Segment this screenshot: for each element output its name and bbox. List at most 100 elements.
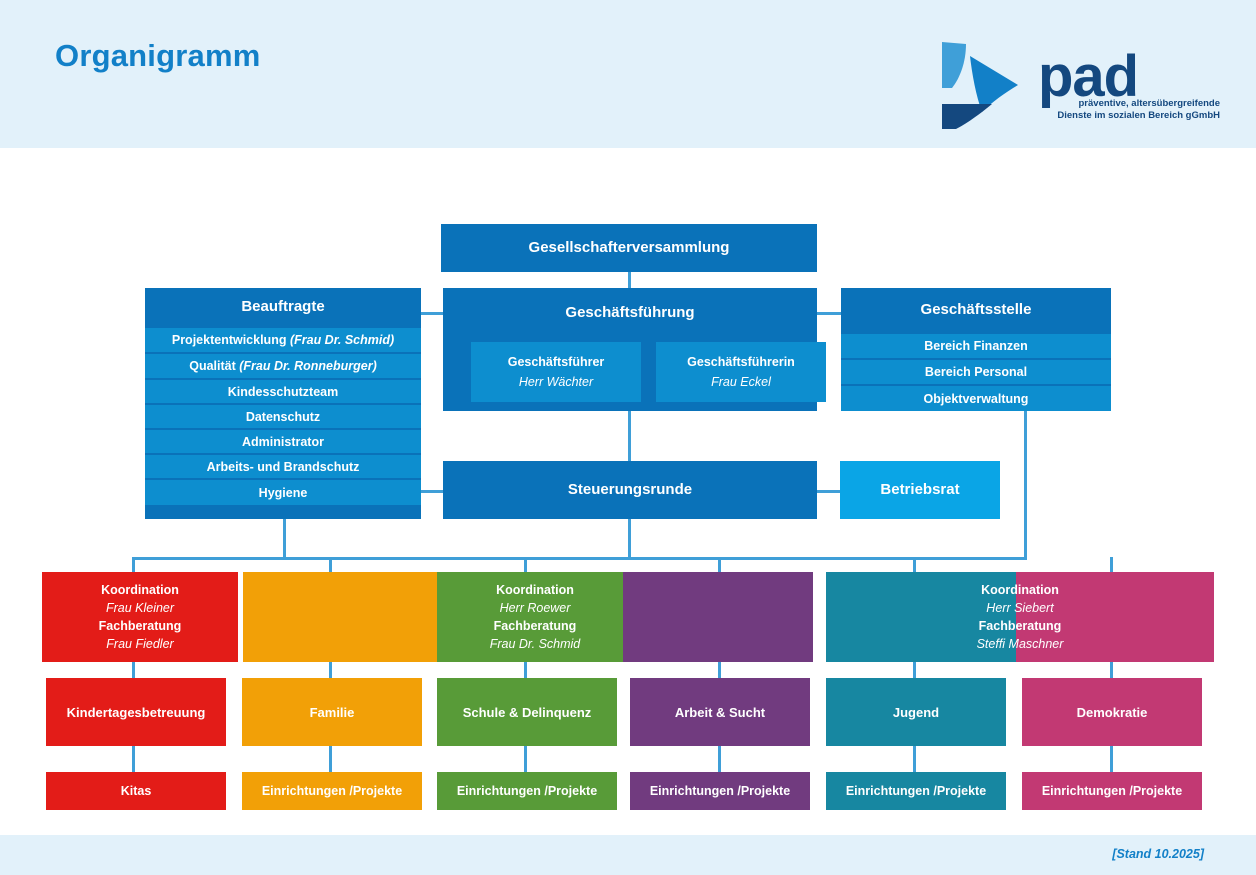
coordination-label: Koordination bbox=[496, 583, 574, 597]
leaf-arbeit-einrichtungen[interactable]: Einrichtungen /Projekte bbox=[630, 772, 810, 810]
connector-geschaeftsstelle-down bbox=[1024, 411, 1027, 558]
leaf-label: Einrichtungen /Projekte bbox=[456, 784, 598, 798]
geschaeftsstelle-item-finanzen[interactable]: Bereich Finanzen bbox=[841, 332, 1111, 358]
beauftragte-item-datenschutz[interactable]: Datenschutz bbox=[145, 403, 421, 428]
geschaeftsstelle-item-label: Objektverwaltung bbox=[923, 391, 1029, 406]
leaf-familie-einrichtungen[interactable]: Einrichtungen /Projekte bbox=[242, 772, 422, 810]
connector-coord-dept-5 bbox=[913, 662, 916, 678]
box-steuerungsrunde[interactable]: Steuerungsrunde bbox=[443, 461, 817, 519]
connector-steuerung-down bbox=[628, 519, 631, 558]
coordination-block-arbeit-sucht[interactable] bbox=[623, 572, 813, 662]
beauftragte-item-projektentwicklung[interactable]: Projektentwicklung (Frau Dr. Schmid) bbox=[145, 326, 421, 352]
connector-gf-to-steuerung bbox=[628, 411, 631, 461]
department-arbeit-sucht[interactable]: Arbeit & Sucht bbox=[630, 678, 810, 746]
beauftragte-item-arbeits-brandschutz[interactable]: Arbeits- und Brandschutz bbox=[145, 453, 421, 478]
box-betriebsrat-label: Betriebsrat bbox=[880, 481, 960, 498]
beauftragte-item-qualitaet[interactable]: Qualität (Frau Dr. Ronneburger) bbox=[145, 352, 421, 378]
beauftragte-item-kindesschutzteam[interactable]: Kindesschutzteam bbox=[145, 378, 421, 403]
connector-coord-dept-1 bbox=[132, 662, 135, 678]
connector-coord-dept-2 bbox=[329, 662, 332, 678]
beauftragte-item-label: Projektentwicklung bbox=[171, 333, 287, 347]
page-footer: [Stand 10.2025] bbox=[0, 835, 1256, 875]
department-schule-delinquenz[interactable]: Schule & Delinquenz bbox=[437, 678, 617, 746]
connector-bus-drop-2 bbox=[329, 557, 332, 572]
pad-logo: pad präventive, altersübergreifende Dien… bbox=[930, 30, 1220, 135]
department-familie[interactable]: Familie bbox=[242, 678, 422, 746]
geschaeftsstelle-item-label: Bereich Personal bbox=[924, 365, 1028, 379]
connector-dept-leaf-5 bbox=[913, 746, 916, 772]
connector-dept-leaf-2 bbox=[329, 746, 332, 772]
fachberatung-person: Frau Fiedler bbox=[106, 637, 174, 651]
geschaeftsfuehrerin-card[interactable]: Geschäftsführerin Frau Eckel bbox=[656, 342, 826, 402]
leaf-demokratie-einrichtungen[interactable]: Einrichtungen /Projekte bbox=[1022, 772, 1202, 810]
beauftragte-item-label: Kindesschutzteam bbox=[227, 384, 339, 399]
box-geschaeftsfuehrung[interactable]: Geschäftsführung Geschäftsführer Herr Wä… bbox=[443, 288, 826, 411]
connector-dept-leaf-6 bbox=[1110, 746, 1113, 772]
logo-tagline-line1: präventive, altersübergreifende bbox=[1078, 98, 1221, 109]
coordination-block-jugend[interactable] bbox=[826, 572, 1016, 662]
department-label: Demokratie bbox=[1076, 704, 1148, 720]
connector-dept-leaf-3 bbox=[524, 746, 527, 772]
connector-bus-drop-5 bbox=[913, 557, 916, 572]
geschaeftsstelle-item-personal[interactable]: Bereich Personal bbox=[841, 358, 1111, 384]
box-geschaeftsstelle-title: Geschäftsstelle bbox=[920, 301, 1032, 318]
leaf-label: Kitas bbox=[120, 784, 152, 798]
beauftragte-item-hygiene[interactable]: Hygiene bbox=[145, 478, 421, 505]
department-jugend[interactable]: Jugend bbox=[826, 678, 1006, 746]
leaf-schule-einrichtungen[interactable]: Einrichtungen /Projekte bbox=[437, 772, 617, 810]
department-label: Familie bbox=[309, 704, 355, 720]
logo-mark-icon bbox=[942, 42, 1018, 129]
geschaeftsstelle-item-objektverwaltung[interactable]: Objektverwaltung bbox=[841, 384, 1111, 411]
leaf-label: Einrichtungen /Projekte bbox=[649, 784, 791, 798]
department-label: Schule & Delinquenz bbox=[462, 704, 592, 720]
box-geschaeftsstelle[interactable]: Geschäftsstelle Bereich Finanzen Bereich… bbox=[841, 288, 1111, 411]
box-geschaeftsfuehrung-title: Geschäftsführung bbox=[565, 304, 695, 321]
geschaeftsfuehrerin-role: Geschäftsführerin bbox=[687, 355, 795, 369]
beauftragte-item-person: (Frau Dr. Ronneburger) bbox=[239, 359, 377, 373]
coordination-text: Koordination Herr Roewer Fachberatung Fr… bbox=[437, 572, 633, 662]
coordination-block-kindertagesbetreuung[interactable]: Koordination Frau Kleiner Fachberatung F… bbox=[42, 572, 238, 662]
connector-coord-dept-3 bbox=[524, 662, 527, 678]
beauftragte-item-label: Hygiene bbox=[258, 485, 308, 500]
coordination-block-demokratie[interactable] bbox=[1016, 572, 1214, 662]
box-beauftragte[interactable]: Beauftragte Projektentwicklung (Frau Dr.… bbox=[145, 288, 421, 519]
connector-bus-drop-6 bbox=[1110, 557, 1113, 572]
coordination-person: Herr Roewer bbox=[499, 601, 571, 615]
connector-main-bus bbox=[132, 557, 1027, 560]
geschaeftsstelle-item-label: Bereich Finanzen bbox=[924, 339, 1028, 353]
box-steuerungsrunde-label: Steuerungsrunde bbox=[567, 481, 693, 498]
box-betriebsrat[interactable]: Betriebsrat bbox=[840, 461, 1000, 519]
coordination-label: Koordination bbox=[101, 583, 179, 597]
department-kindertagesbetreuung[interactable]: Kindertagesbetreuung bbox=[46, 678, 226, 746]
geschaeftsfuehrer-role: Geschäftsführer bbox=[507, 355, 605, 369]
org-chart: Gesellschafterversammlung Beauftragte Pr… bbox=[0, 148, 1256, 835]
logo-tagline-line2: Dienste im sozialen Bereich gGmbH bbox=[1057, 109, 1220, 121]
leaf-jugend-einrichtungen[interactable]: Einrichtungen /Projekte bbox=[826, 772, 1006, 810]
box-gesellschafterversammlung[interactable]: Gesellschafterversammlung bbox=[441, 224, 817, 272]
leaf-label: Einrichtungen /Projekte bbox=[845, 784, 987, 798]
fachberatung-person: Frau Dr. Schmid bbox=[489, 637, 581, 651]
department-label: Kindertagesbetreuung bbox=[66, 704, 206, 720]
connector-steuerung-to-betriebsrat bbox=[815, 490, 841, 493]
beauftragte-item-label: Qualität bbox=[189, 359, 236, 373]
logo-wordmark: pad bbox=[1038, 44, 1139, 109]
geschaeftsfuehrer-card[interactable]: Geschäftsführer Herr Wächter bbox=[471, 342, 641, 402]
beauftragte-item-administrator[interactable]: Administrator bbox=[145, 428, 421, 453]
fachberatung-label: Fachberatung bbox=[98, 619, 182, 633]
coordination-block-schule-delinquenz[interactable]: Koordination Herr Roewer Fachberatung Fr… bbox=[437, 572, 633, 662]
beauftragte-item-label: Arbeits- und Brandschutz bbox=[206, 459, 360, 474]
connector-beauftragte-down bbox=[283, 519, 286, 558]
leaf-kitas[interactable]: Kitas bbox=[46, 772, 226, 810]
beauftragte-item-person: (Frau Dr. Schmid) bbox=[289, 333, 395, 347]
leaf-label: Einrichtungen /Projekte bbox=[261, 784, 403, 798]
beauftragte-item-label: Datenschutz bbox=[245, 409, 321, 424]
department-demokratie[interactable]: Demokratie bbox=[1022, 678, 1202, 746]
connector-coord-dept-4 bbox=[718, 662, 721, 678]
coordination-text: Koordination Frau Kleiner Fachberatung F… bbox=[42, 572, 238, 662]
box-gesellschafterversammlung-label: Gesellschafterversammlung bbox=[528, 239, 730, 256]
leaf-label: Einrichtungen /Projekte bbox=[1041, 784, 1183, 798]
coordination-person: Frau Kleiner bbox=[105, 601, 175, 615]
coordination-block-familie[interactable] bbox=[243, 572, 438, 662]
beauftragte-item-label: Administrator bbox=[242, 434, 324, 449]
connector-assembly-to-gf bbox=[628, 272, 631, 292]
